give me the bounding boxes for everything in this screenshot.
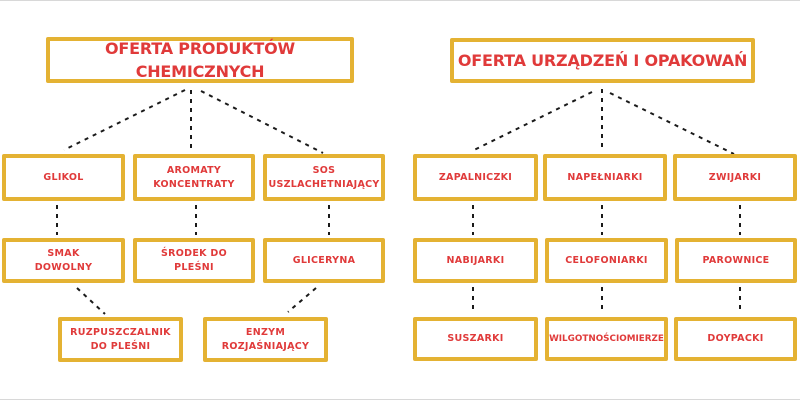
node-napelniarki: NAPEŁNIARKI — [543, 154, 667, 201]
node-suszarki: SUSZARKI — [413, 317, 538, 361]
node-zwijarki: ZWIJARKI — [673, 154, 797, 201]
node-ruzpuszczalnik-do-plesni: RUZPUSZCZALNIK DO PLEŚNI — [58, 317, 183, 362]
connector-gliceryna-enzym — [287, 287, 317, 313]
node-sos-uszlachetniajacy: SOS USZLACHETNIAJĄCY — [263, 154, 385, 201]
connector-left-title-glikol — [63, 89, 186, 151]
node-parownice: PAROWNICE — [675, 238, 797, 283]
node-gliceryna: GLICERYNA — [263, 238, 385, 283]
connector-right-title-zwijarki — [609, 92, 735, 155]
node-enzym-rozjasniajacy: ENZYM ROZJAŚNIAJĄCY — [203, 317, 328, 362]
connector-smak-ruzpuszczalnik — [76, 287, 106, 315]
connector-right-title-zapalniczki — [471, 91, 593, 152]
right-tree-title: OFERTA URZĄDZEŃ I OPAKOWAŃ — [450, 38, 755, 83]
node-wilgotnosciomierze: WILGOTNOŚCIOMIERZE — [545, 317, 668, 361]
node-zapalniczki: ZAPALNICZKI — [413, 154, 538, 201]
connector-left-title-sos — [200, 90, 324, 154]
node-smak-dowolny: SMAK DOWOLNY — [2, 238, 125, 283]
node-aromaty-koncentraty: AROMATY KONCENTRATY — [133, 154, 255, 201]
node-glikol: GLIKOL — [2, 154, 125, 201]
node-nabijarki: NABIJARKI — [413, 238, 538, 283]
node-celofoniarki: CELOFONIARKI — [545, 238, 668, 283]
node-srodek-do-plesni: ŚRODEK DO PLEŚNI — [133, 238, 255, 283]
node-doypacki: DOYPACKI — [674, 317, 797, 361]
left-tree-title: OFERTA PRODUKTÓW CHEMICZNYCH — [46, 37, 354, 83]
